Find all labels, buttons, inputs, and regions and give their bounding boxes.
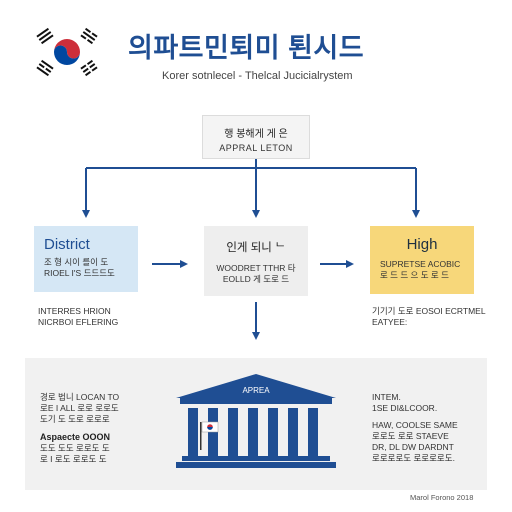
high-title: High <box>406 236 438 253</box>
high-caption: 기기기 도로 EOSOI ECRTMEL EATYEE: <box>372 306 486 328</box>
credit-text: Marol Forono 2018 <box>410 493 474 502</box>
panel-left-line-5: 로 I 로도 로로도 도 <box>40 454 107 464</box>
high-caption-line-1: 기기기 도로 EOSOI ECRTMEL <box>372 306 486 316</box>
district-court-box: District 조 형 시이 를이 도 RIOEL I'S 드드드도 <box>34 226 138 292</box>
panel-left-line-3: 도기 도 도로 로로로 <box>40 414 110 424</box>
middle-title: 인게 되니 ᄂ <box>226 242 286 254</box>
panel-left-line-4: 도도 도도 로로도 도 <box>40 443 110 453</box>
district-line-1: 조 형 시이 를이 도 <box>44 257 109 267</box>
district-title: District <box>44 236 90 253</box>
page-title: 의파트민퇴미 퇸시드 <box>128 33 365 63</box>
middle-line-1: WOODRET TTHR 타 <box>216 263 296 273</box>
panel-right-line-3: 로로도 로로 STAEVE <box>372 431 449 441</box>
middle-court-box: 인게 되니 ᄂ WOODRET TTHR 타 EOLLD 게 도로 드 <box>204 226 308 296</box>
district-caption-line-2: NICRBOI EFLERING <box>38 317 119 327</box>
page-subtitle: Korer sotnlecel - Thelcal Jucicialrystem <box>162 70 353 82</box>
panel-right-line-5: 로로로로도 로로로로도. <box>372 453 455 463</box>
small-flag-icon <box>201 421 219 433</box>
panel-left-block-2: Aspaecte OOON 도도 도도 로로도 도 로 I 로도 로로도 도 <box>40 432 110 465</box>
middle-text: WOODRET TTHR 타 EOLLD 게 도로 드 <box>204 263 308 285</box>
panel-left-block-1: 경로 법니 LOCAN TO 로E I ALL 로로 로로도 도기 도 도로 로… <box>40 392 119 425</box>
district-caption: INTERRES HRION NICRBOI EFLERING <box>38 306 118 328</box>
panel-right-block: INTEM. 1SE DI&LCOOR. HAW, COOLSE SAME 로로… <box>372 392 458 464</box>
district-line-2: RIOEL I'S 드드드도 <box>44 268 115 278</box>
courthouse-icon: APREA <box>176 374 336 468</box>
panel-left-line-1: 경로 법니 LOCAN TO <box>40 392 120 402</box>
appeal-box-sublabel: APPRAL LETON <box>219 143 293 153</box>
flagpole <box>200 422 202 450</box>
panel-right-line-4: DR, DL DW DARDNT <box>372 442 454 452</box>
panel-left-line-2: 로E I ALL 로로 로로도 <box>40 403 119 413</box>
middle-line-2: EOLLD 게 도로 드 <box>222 274 290 284</box>
panel-right-line-2: HAW, COOLSE SAME <box>372 420 458 430</box>
korean-flag-icon <box>32 26 102 78</box>
district-caption-line-1: INTERRES HRION <box>38 306 111 316</box>
high-caption-line-2: EATYEE: <box>372 317 408 327</box>
high-court-box: High SUPRETSE ACOBIC 로 드 드 으 도 로 드 <box>370 226 474 294</box>
panel-left-heading: Aspaecte OOON <box>40 432 111 442</box>
panel-right-line-1: 1SE DI&LCOOR. <box>372 403 438 413</box>
building-label: APREA <box>242 386 270 395</box>
district-text: 조 형 시이 를이 도 RIOEL I'S 드드드도 <box>44 257 138 279</box>
appeal-box: 행 봉해게 게 은 APPRAL LETON <box>202 115 310 159</box>
panel-right-title: INTEM. <box>372 392 401 402</box>
high-line-2: 로 드 드 으 도 로 드 <box>380 270 449 280</box>
high-text: SUPRETSE ACOBIC 로 드 드 으 도 로 드 <box>380 259 474 281</box>
high-line-1: SUPRETSE ACOBIC <box>380 259 461 269</box>
appeal-box-label: 행 봉해게 게 은 <box>224 129 288 140</box>
